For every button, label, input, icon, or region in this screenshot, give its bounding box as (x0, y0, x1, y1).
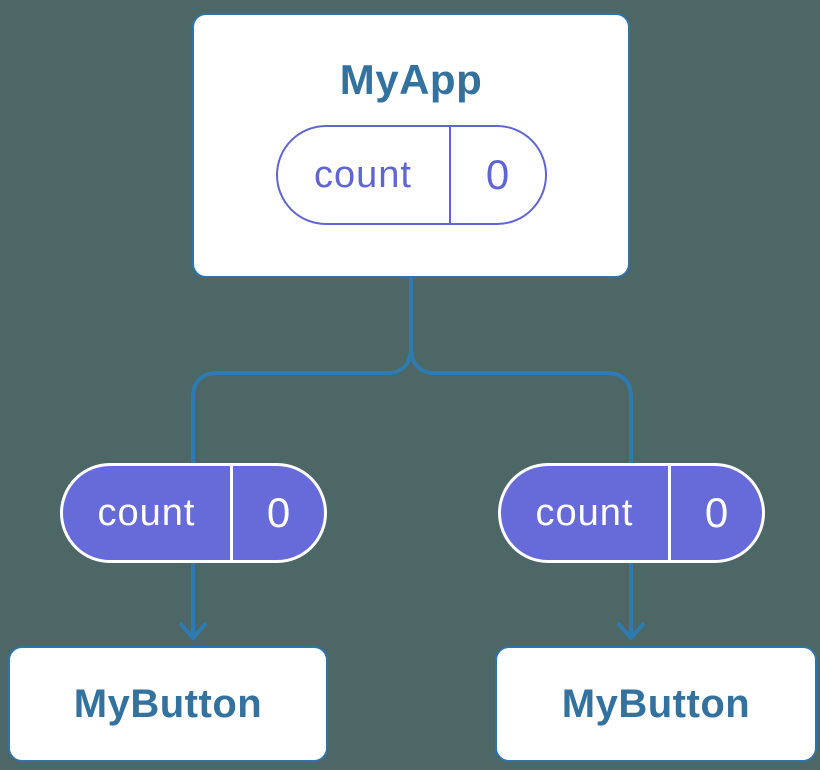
left-prop-pill-value: 0 (230, 466, 324, 560)
myapp-state-pill: count 0 (275, 125, 547, 226)
right-prop-pill: count 0 (498, 463, 765, 563)
state-pill-value: 0 (448, 127, 545, 224)
node-mybutton-right-card: MyButton (495, 646, 817, 762)
node-mybutton-left-card: MyButton (8, 646, 328, 762)
left-prop-pill: count 0 (60, 463, 327, 563)
right-prop-pill-value: 0 (668, 466, 762, 560)
node-mybutton-right-label: MyButton (561, 682, 751, 726)
node-mybutton-left-label: MyButton (73, 682, 263, 726)
state-pill-name: count (314, 153, 412, 196)
node-myapp-card: MyApp count 0 (192, 13, 630, 278)
right-prop-pill-name: count (535, 491, 634, 534)
left-branch-line (191, 278, 413, 636)
right-branch-line (409, 347, 633, 636)
left-prop-pill-name: count (97, 491, 196, 534)
node-myapp-label: MyApp (339, 56, 483, 103)
left-arrowhead-icon (178, 621, 208, 642)
right-arrowhead-icon (616, 621, 646, 642)
